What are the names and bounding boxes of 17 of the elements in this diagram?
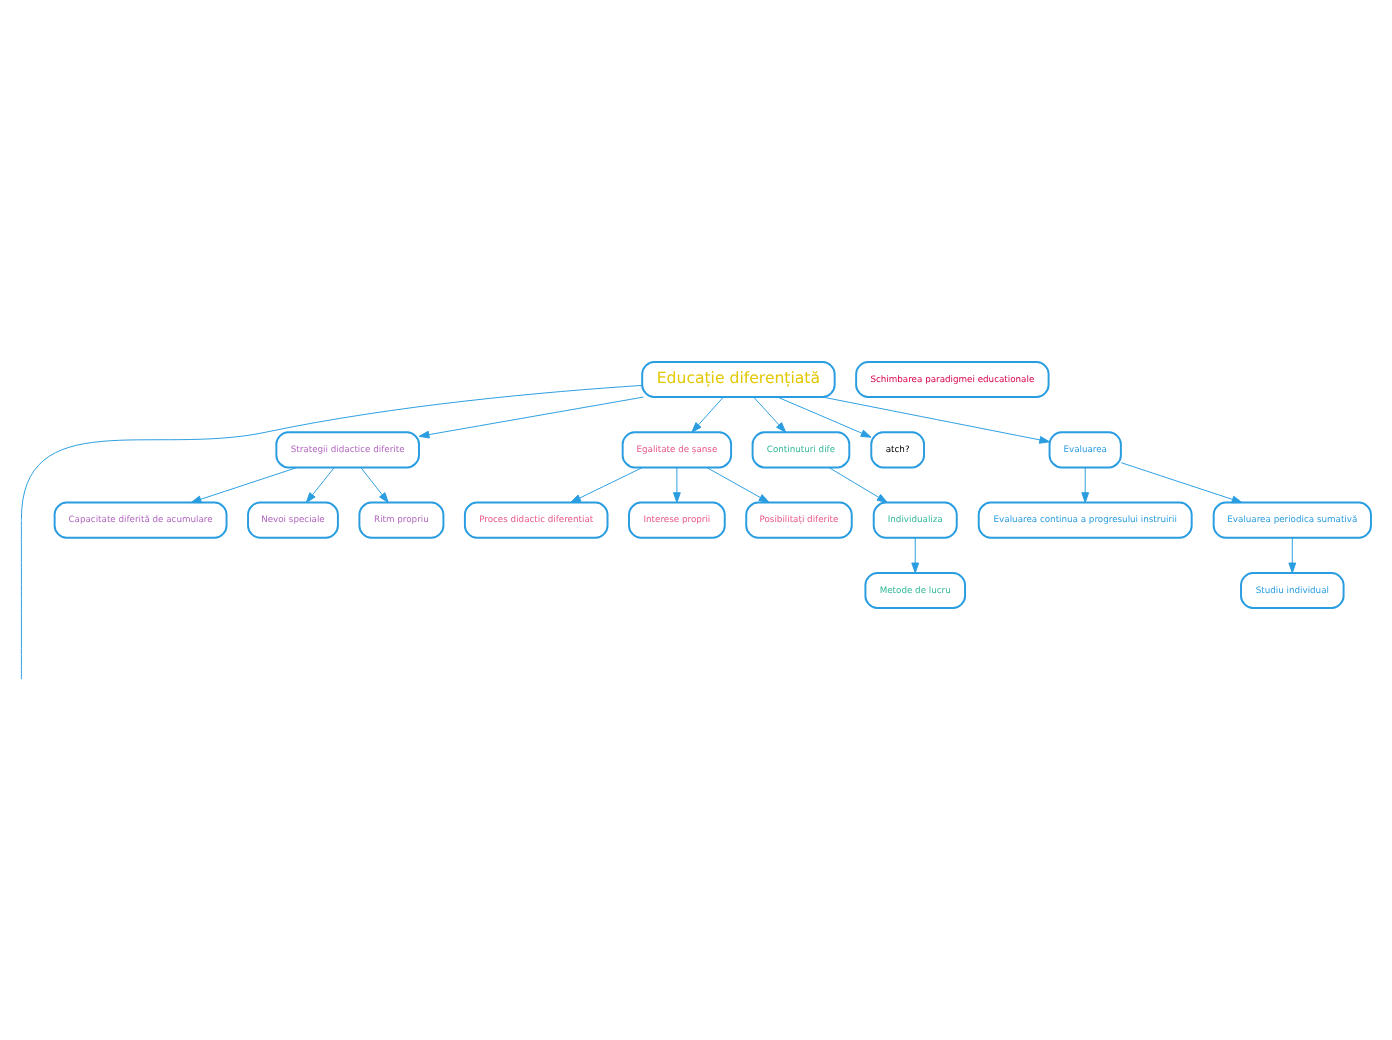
- arrow: [691, 395, 724, 432]
- arrow: [911, 536, 920, 573]
- arrow: [360, 466, 389, 502]
- arrow: [570, 466, 643, 502]
- arrow: [753, 395, 787, 432]
- arrow: [1288, 536, 1297, 573]
- arrow: [828, 466, 888, 502]
- arrow: [1081, 466, 1090, 502]
- arrow: [706, 466, 770, 502]
- arrow: [418, 395, 644, 438]
- arrow: [822, 395, 1050, 443]
- arrow: [305, 466, 335, 502]
- connector: [20, 383, 643, 679]
- arrow: [1120, 461, 1243, 503]
- arrow: [777, 395, 872, 437]
- arrow: [672, 466, 681, 502]
- arrow: [190, 465, 298, 503]
